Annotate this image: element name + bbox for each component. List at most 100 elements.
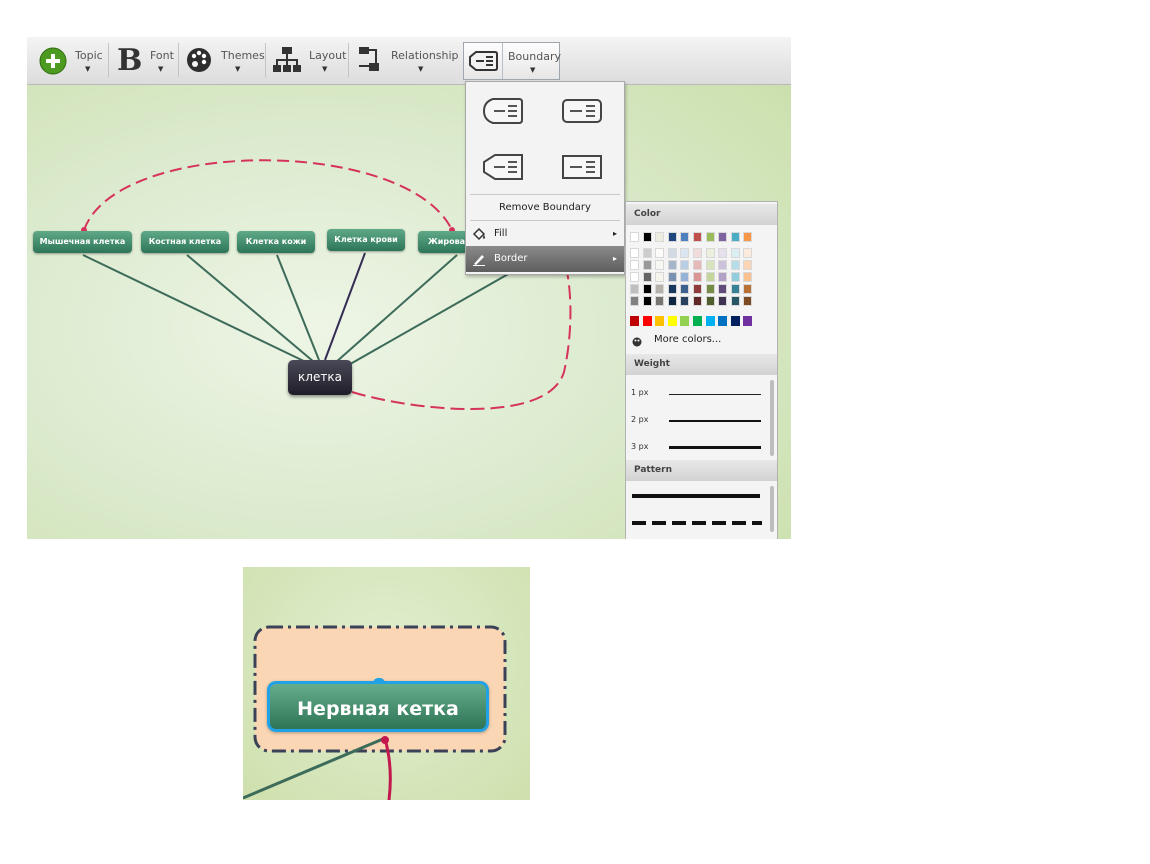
color-swatch[interactable] [718,272,728,282]
border-menu-item[interactable]: Border ▸ [466,246,624,272]
color-swatch[interactable] [705,248,715,258]
color-swatch[interactable] [667,284,677,294]
color-swatch[interactable] [630,260,639,270]
topic-node[interactable]: Клетка кожи [237,231,315,253]
topic-button[interactable]: Topic ▼ [39,37,103,84]
remove-boundary-item[interactable]: Remove Boundary [466,196,624,220]
pattern-solid-option[interactable] [632,494,760,498]
topic-node[interactable]: Жирова [418,231,468,253]
color-swatch[interactable] [680,272,690,282]
color-swatch[interactable] [693,316,702,326]
color-swatch[interactable] [730,232,740,242]
pattern-dash-option[interactable] [632,520,762,526]
color-swatch[interactable] [680,296,690,306]
color-swatch[interactable] [743,248,753,258]
color-swatch[interactable] [705,232,715,242]
color-swatch[interactable] [718,232,728,242]
fill-menu-item[interactable]: Fill ▸ [466,222,624,246]
weight-option-2px[interactable]: 2 px [631,415,766,429]
selection-handle[interactable] [373,678,385,683]
color-swatch[interactable] [630,272,639,282]
color-swatch[interactable] [718,260,728,270]
color-swatch[interactable] [730,248,740,258]
color-swatch[interactable] [667,248,677,258]
color-swatch[interactable] [655,248,665,258]
color-swatch[interactable] [655,296,665,306]
more-colors-item[interactable]: More colors... [630,334,770,350]
color-swatch[interactable] [730,284,740,294]
color-swatch[interactable] [667,296,677,306]
color-swatch[interactable] [730,260,740,270]
color-swatch[interactable] [718,296,728,306]
color-swatch[interactable] [705,316,715,326]
color-swatch[interactable] [743,296,753,306]
layout-button[interactable]: Layout ▼ [273,37,346,84]
relationship-endpoint[interactable] [381,736,389,744]
color-swatch[interactable] [680,284,690,294]
color-swatch[interactable] [693,248,702,258]
font-button[interactable]: B Font ▼ [115,37,175,84]
color-swatch[interactable] [630,284,639,294]
color-swatch[interactable] [693,284,702,294]
color-swatch[interactable] [693,260,702,270]
central-topic[interactable]: клетка [288,360,352,395]
color-swatch[interactable] [642,284,652,294]
boundary-shape-square-option[interactable] [560,152,604,182]
color-swatch[interactable] [743,316,753,326]
relationship-button[interactable]: Relationship ▼ [357,37,459,84]
color-swatch[interactable] [743,272,753,282]
color-swatch[interactable] [655,260,665,270]
color-swatch[interactable] [730,316,740,326]
weight-option-1px[interactable]: 1 px [631,388,766,402]
boundary-shape-rect-option[interactable] [560,96,604,126]
boundary-shape-rounded-option[interactable] [481,96,525,126]
relationship-line[interactable] [351,271,572,410]
color-swatch[interactable] [642,316,652,326]
color-swatch[interactable] [730,272,740,282]
color-swatch[interactable] [642,232,652,242]
color-swatch[interactable] [705,296,715,306]
color-swatch[interactable] [667,272,677,282]
color-swatch[interactable] [630,232,639,242]
color-swatch[interactable] [642,248,652,258]
color-swatch[interactable] [655,316,665,326]
color-swatch[interactable] [667,316,677,326]
color-swatch[interactable] [718,284,728,294]
color-swatch[interactable] [630,248,639,258]
weight-scrollbar[interactable] [770,380,774,456]
selected-topic-node[interactable]: Нервная кетка [267,681,489,732]
color-swatch[interactable] [693,232,702,242]
relationship-line[interactable] [83,159,453,231]
weight-option-3px[interactable]: 3 px [631,442,766,456]
color-swatch[interactable] [680,260,690,270]
color-swatch[interactable] [718,316,728,326]
color-swatch[interactable] [667,232,677,242]
color-swatch[interactable] [718,248,728,258]
color-swatch[interactable] [680,232,690,242]
color-swatch[interactable] [655,284,665,294]
topic-node[interactable]: Костная клетка [141,231,229,253]
color-swatch[interactable] [655,272,665,282]
pattern-scrollbar[interactable] [770,486,774,532]
color-swatch[interactable] [705,260,715,270]
color-swatch[interactable] [655,232,665,242]
color-swatch[interactable] [693,272,702,282]
color-swatch[interactable] [705,284,715,294]
color-swatch[interactable] [743,232,753,242]
topic-node[interactable]: Мышечная клетка [33,231,132,253]
color-swatch[interactable] [642,296,652,306]
color-swatch[interactable] [680,248,690,258]
color-swatch[interactable] [743,284,753,294]
color-swatch[interactable] [693,296,702,306]
boundary-shape-angled-option[interactable] [481,152,525,182]
color-swatch[interactable] [642,260,652,270]
color-swatch[interactable] [667,260,677,270]
color-swatch[interactable] [630,296,639,306]
boundary-button[interactable]: Boundary ▼ [463,42,561,80]
color-swatch[interactable] [630,316,639,326]
color-swatch[interactable] [730,296,740,306]
topic-node[interactable]: Клетка крови [327,229,405,251]
color-swatch[interactable] [680,316,690,326]
themes-button[interactable]: Themes ▼ [185,37,265,84]
color-swatch[interactable] [642,272,652,282]
